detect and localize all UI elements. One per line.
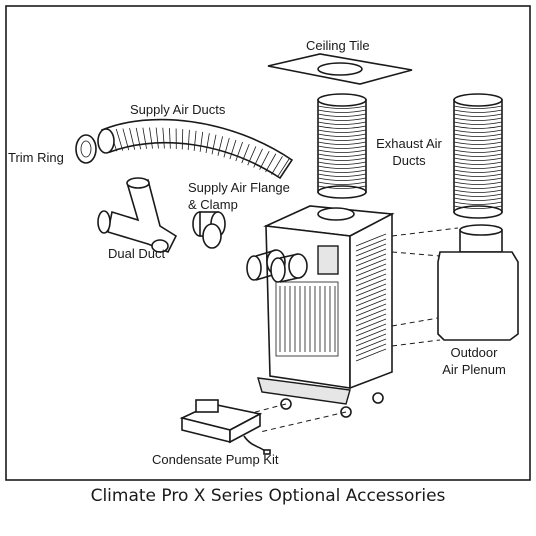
illustration-border [5,5,531,481]
exhaust-air-ducts-label-line1: Exhaust Air [376,136,442,151]
exhaust-duct-left-drawing [317,93,367,199]
condensate-pump-drawing [179,399,271,455]
ceiling-tile-label: Ceiling Tile [306,38,370,53]
condensate-pump-kit-label: Condensate Pump Kit [152,452,279,467]
ceiling-tile-drawing [267,53,413,85]
outdoor-air-plenum-label-line2: Air Plenum [442,362,506,377]
supply-air-flange-label-line2: & Clamp [188,197,238,212]
supply-air-ducts-label: Supply Air Ducts [130,102,226,117]
dual-duct-label: Dual Duct [108,246,166,261]
exhaust-air-ducts-label-line2: Ducts [392,153,426,168]
outdoor-air-plenum-label-line1: Outdoor [450,345,498,360]
trim-ring-label: Trim Ring [8,150,64,165]
dual-duct-drawing [97,177,178,254]
ac-unit-drawing [246,205,395,418]
outdoor-air-plenum-drawing [437,224,519,341]
figure-caption: Climate Pro X Series Optional Accessorie… [90,486,446,506]
supply-air-duct-drawing [97,118,294,180]
flange-clamp-drawing [192,211,226,249]
exhaust-duct-right-drawing [453,93,503,219]
trim-ring-drawing [75,134,97,164]
supply-air-flange-label-line1: Supply Air Flange [188,180,290,195]
